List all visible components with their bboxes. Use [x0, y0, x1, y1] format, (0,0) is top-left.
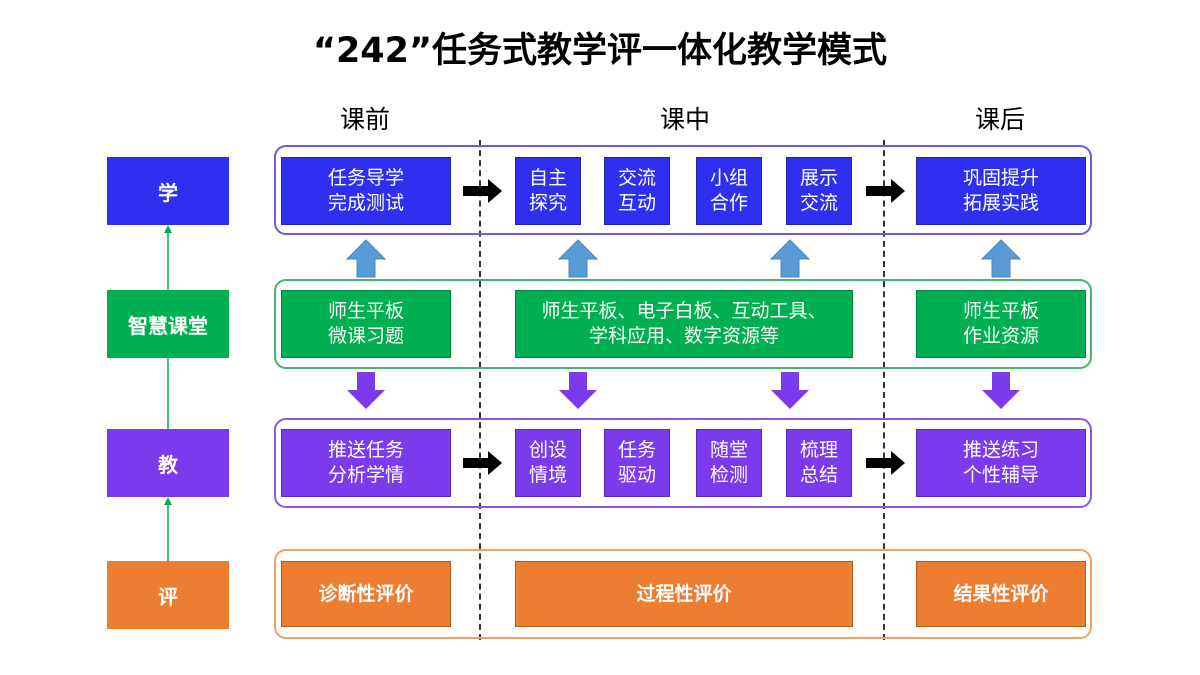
smart-box-post: 师生平板作业资源 — [916, 290, 1086, 358]
smart-box-pre: 师生平板微课习题 — [281, 290, 451, 358]
learn-box-present: 展示交流 — [786, 157, 852, 225]
down-arrow-icon — [982, 372, 1020, 409]
flow-arrow-right-icon — [866, 179, 905, 203]
learn-box-group-work: 小组合作 — [696, 157, 762, 225]
teach-box-summary: 梳理总结 — [786, 429, 852, 497]
row-label-learn: 学 — [107, 157, 229, 225]
page-title: “242”任务式教学评一体化教学模式 — [312, 31, 888, 71]
row-label-evaluate: 评 — [107, 561, 229, 629]
smart-row-frame — [274, 279, 1092, 369]
learn-box-consolidate: 巩固提升拓展实践 — [916, 157, 1086, 225]
teach-box-push-task: 推送任务分析学情 — [281, 429, 451, 497]
connector-up-arrow-top — [164, 225, 172, 290]
learn-box-interact: 交流互动 — [604, 157, 670, 225]
flow-arrow-right-icon — [463, 179, 502, 203]
teach-box-scenario: 创设情境 — [515, 429, 581, 497]
row-label-teach: 教 — [107, 429, 229, 497]
flow-arrow-right-icon — [463, 451, 502, 475]
eval-row-frame — [274, 549, 1092, 639]
up-arrow-icon — [557, 239, 599, 278]
up-arrow-icon — [769, 239, 811, 278]
learn-row-frame — [274, 145, 1092, 235]
teach-box-in-class-test: 随堂检测 — [696, 429, 762, 497]
learn-box-preview: 任务导学完成测试 — [281, 157, 451, 225]
eval-box-diagnostic: 诊断性评价 — [281, 561, 451, 627]
teach-box-task-driven: 任务驱动 — [604, 429, 670, 497]
phase-divider-left — [479, 140, 481, 640]
down-arrow-icon — [347, 372, 385, 409]
up-arrow-icon — [980, 239, 1022, 278]
down-arrow-icon — [559, 372, 597, 409]
phase-pre-class: 课前 — [339, 105, 390, 134]
learn-box-explore: 自主探究 — [515, 157, 581, 225]
flow-arrow-right-icon — [866, 451, 905, 475]
phase-in-class: 课中 — [659, 105, 710, 134]
up-arrow-icon — [345, 239, 387, 278]
eval-box-result: 结果性评价 — [916, 561, 1086, 627]
phase-post-class: 课后 — [974, 105, 1025, 134]
teach-row-frame — [274, 418, 1092, 508]
connector-up-arrow-bottom — [164, 497, 172, 561]
down-arrow-icon — [771, 372, 809, 409]
phase-divider-right — [883, 140, 885, 640]
smart-box-in-class: 师生平板、电子白板、互动工具、学科应用、数字资源等 — [515, 290, 853, 358]
eval-box-process: 过程性评价 — [515, 561, 853, 627]
teach-box-push-practice: 推送练习个性辅导 — [916, 429, 1086, 497]
row-label-smart-classroom: 智慧课堂 — [107, 290, 229, 358]
